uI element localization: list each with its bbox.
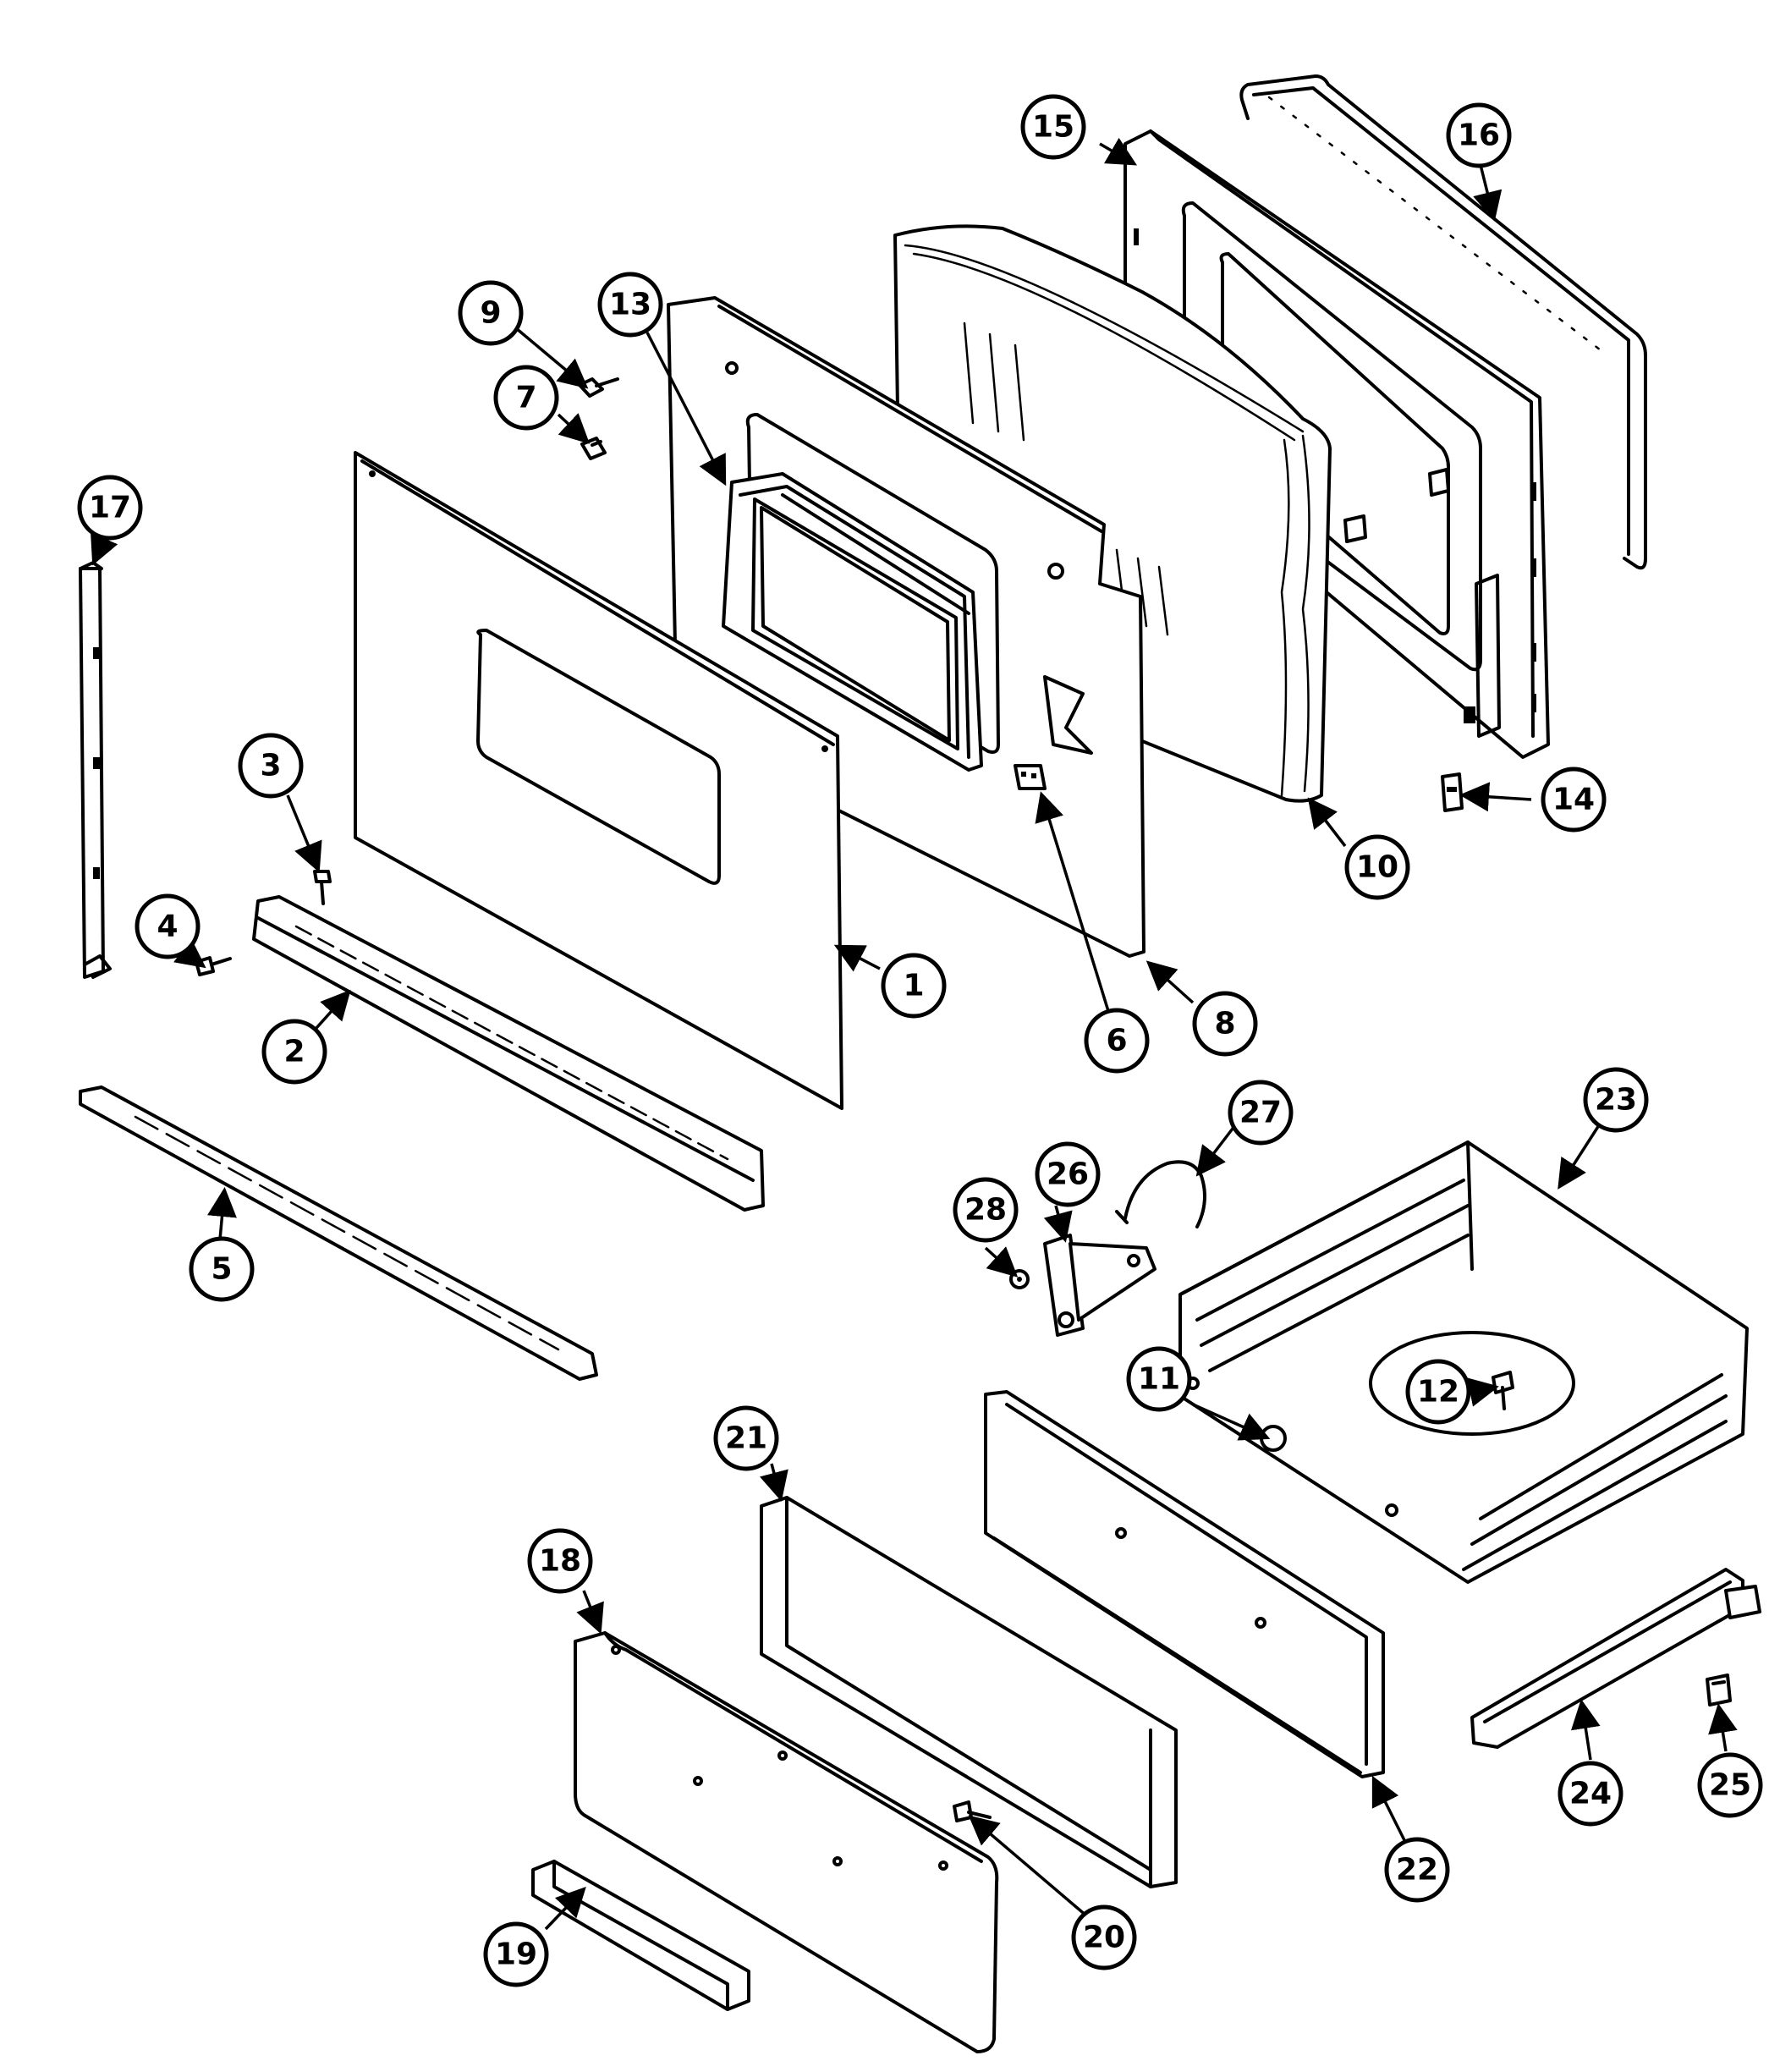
drawer-front-liner [984, 1390, 1385, 1778]
svg-text:8: 8 [1214, 1007, 1235, 1041]
svg-text:6: 6 [1106, 1024, 1127, 1058]
svg-text:13: 13 [609, 288, 651, 322]
outer-door-panel [354, 451, 843, 1110]
lower-trim [79, 1085, 598, 1381]
callout-4: 4 [135, 893, 201, 959]
svg-text:16: 16 [1458, 118, 1500, 153]
callout-7: 7 [493, 365, 559, 431]
callout-27: 27 [1228, 1080, 1294, 1146]
callout-5: 5 [189, 1236, 255, 1302]
svg-text:24: 24 [1569, 1777, 1612, 1811]
callout-23: 23 [1583, 1067, 1649, 1133]
wire-harness [1115, 1160, 1206, 1228]
callout-25: 25 [1697, 1752, 1763, 1818]
svg-text:4: 4 [157, 910, 178, 944]
callout-8: 8 [1192, 991, 1258, 1057]
screw-3 [313, 870, 332, 905]
screw-4 [195, 956, 232, 976]
callout-13: 13 [597, 272, 663, 338]
callout-14: 14 [1541, 767, 1607, 833]
door-clip [1014, 764, 1047, 790]
callout-15: 15 [1020, 94, 1086, 160]
callout-28: 28 [953, 1177, 1019, 1243]
drawer-slide [1470, 1568, 1761, 1749]
drawer-strip [531, 1860, 750, 2011]
callout-19: 19 [483, 1921, 549, 1987]
vent-trim [252, 895, 765, 1212]
callout-17: 17 [77, 475, 143, 541]
callout-12: 12 [1405, 1359, 1471, 1425]
callout-3: 3 [238, 733, 304, 799]
screw-7 [580, 437, 607, 460]
drawer-body [1178, 1140, 1749, 1584]
svg-text:21: 21 [725, 1421, 767, 1456]
callout-10: 10 [1344, 834, 1410, 900]
callout-24: 24 [1558, 1761, 1623, 1827]
callout-26: 26 [1035, 1141, 1101, 1207]
door-gasket [1239, 74, 1647, 570]
callout-22: 22 [1384, 1837, 1450, 1903]
leader-lines [91, 137, 1738, 1931]
callout-6: 6 [1084, 1008, 1150, 1074]
svg-text:26: 26 [1047, 1157, 1089, 1192]
screw-9 [578, 377, 619, 398]
callout-1: 1 [881, 953, 947, 1019]
callout-11: 11 [1126, 1346, 1192, 1412]
svg-text:3: 3 [260, 749, 281, 783]
callout-16: 16 [1446, 102, 1512, 168]
small-clip [1441, 772, 1464, 812]
callout-2: 2 [261, 1019, 327, 1085]
drawer-screw-20 [953, 1800, 992, 1822]
callout-20: 20 [1071, 1904, 1137, 1970]
svg-text:9: 9 [480, 296, 501, 331]
svg-text:17: 17 [89, 491, 131, 525]
svg-text:14: 14 [1552, 783, 1595, 817]
svg-text:15: 15 [1032, 110, 1074, 145]
slide-clip [1706, 1674, 1732, 1707]
callout-18: 18 [527, 1528, 593, 1594]
svg-text:18: 18 [539, 1544, 581, 1579]
svg-text:2: 2 [283, 1035, 305, 1069]
side-trim [79, 561, 112, 979]
svg-text:27: 27 [1239, 1096, 1282, 1130]
svg-text:23: 23 [1595, 1083, 1637, 1118]
svg-text:19: 19 [495, 1937, 537, 1972]
drawer-front [574, 1631, 999, 2053]
callout-21: 21 [713, 1405, 779, 1471]
svg-text:1: 1 [903, 969, 924, 1003]
svg-text:10: 10 [1356, 850, 1398, 885]
door-window-pack [722, 472, 983, 772]
drawer-bracket [1043, 1234, 1156, 1337]
svg-text:28: 28 [964, 1193, 1007, 1228]
callout-9: 9 [458, 280, 524, 346]
svg-text:5: 5 [211, 1252, 232, 1287]
drawer-roller [1260, 1425, 1287, 1452]
svg-text:7: 7 [515, 381, 536, 415]
svg-text:12: 12 [1417, 1375, 1459, 1410]
svg-text:25: 25 [1709, 1768, 1751, 1803]
svg-text:11: 11 [1138, 1362, 1180, 1397]
svg-text:20: 20 [1083, 1921, 1125, 1955]
svg-text:22: 22 [1396, 1853, 1438, 1888]
